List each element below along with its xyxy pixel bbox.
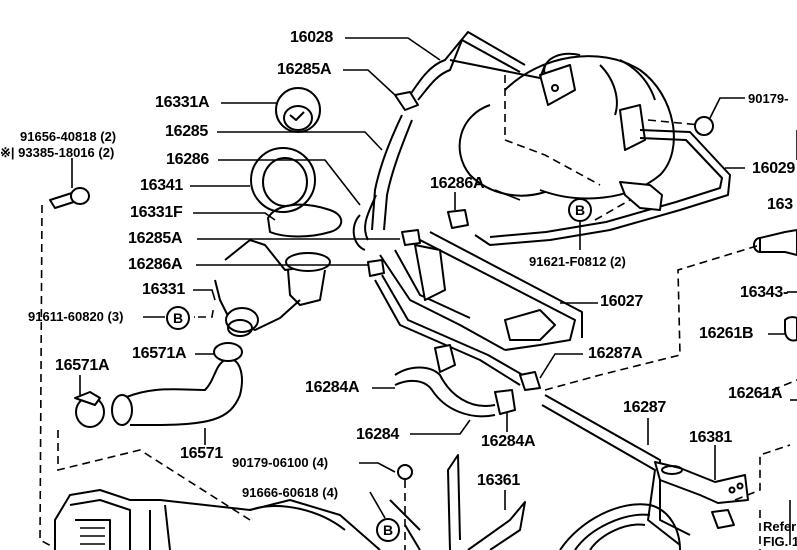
- pipe-16029-drawing: [474, 129, 731, 246]
- label-16284A-left: 16284A: [305, 379, 360, 396]
- pipe-16287-drawing: [541, 394, 749, 546]
- label-16381: 16381: [689, 429, 732, 446]
- bolt-drawing: [49, 187, 90, 209]
- label-163-right: 163: [767, 196, 793, 213]
- label-16571A-left: 16571A: [55, 357, 110, 374]
- label-90179-06100: 90179-06100 (4): [232, 455, 329, 470]
- label-16285A-mid: 16285A: [128, 230, 183, 247]
- label-16027: 16027: [600, 293, 643, 310]
- label-16286: 16286: [166, 151, 209, 168]
- label-16361: 16361: [477, 472, 520, 489]
- fan-drawing: [389, 454, 526, 550]
- thermostat-drawing: [275, 87, 321, 133]
- label-16029: 16029: [752, 160, 795, 177]
- label-16341: 16341: [140, 177, 183, 194]
- label-16284A-bottom: 16284A: [481, 433, 536, 450]
- label-16287A: 16287A: [588, 345, 643, 362]
- hose-16284-drawing: [394, 344, 516, 418]
- label-16571: 16571: [180, 445, 223, 462]
- dashed-lines: [39, 199, 797, 550]
- union-fitting-drawing: [753, 229, 797, 342]
- label-91656-40818: 91656-40818 (2): [20, 129, 117, 144]
- label-91611-60820: 91611-60820 (3): [28, 309, 124, 324]
- label-fig: FIG. 1: [763, 534, 797, 549]
- label-90179-top: 90179-: [748, 91, 789, 106]
- label-16285: 16285: [165, 123, 208, 140]
- label-16331F: 16331F: [130, 204, 183, 221]
- label-16331: 16331: [142, 281, 185, 298]
- label-93385-18016: ※| 93385-18016 (2): [0, 145, 115, 160]
- thermostat-housing-drawing: [214, 203, 343, 337]
- clamps-drawing: [367, 91, 714, 480]
- label-16284: 16284: [356, 426, 399, 443]
- label-16261B: 16261B: [699, 325, 754, 342]
- leader-lines: [71, 37, 797, 545]
- callout-b-bottom: B: [376, 518, 400, 542]
- pipe-16028-drawing: [409, 31, 546, 101]
- hose-16571-drawing: [74, 342, 243, 428]
- label-16343: 16343-: [740, 284, 789, 301]
- hose-16285-drawing: [352, 114, 413, 251]
- label-16286A-center: 16286A: [430, 175, 485, 192]
- label-91621-F0812: 91621-F0812 (2): [529, 254, 626, 269]
- turbocharger-drawing: [458, 52, 701, 200]
- label-refer: Refer: [763, 519, 797, 534]
- label-91666-60618: 91666-60618 (4): [242, 485, 339, 500]
- label-16287: 16287: [623, 399, 666, 416]
- label-16285A-top: 16285A: [277, 61, 332, 78]
- label-16331A: 16331A: [155, 94, 210, 111]
- callout-b-right: B: [568, 198, 592, 222]
- pulley-drawing: [559, 503, 681, 550]
- label-16261A: 16261A: [728, 385, 783, 402]
- radiator-drawing: [54, 489, 381, 550]
- label-16286A-left: 16286A: [128, 256, 183, 273]
- label-16571A-right: 16571A: [132, 345, 187, 362]
- gasket-16341-drawing: [250, 147, 316, 213]
- pipe-16027-drawing: [374, 231, 583, 386]
- callout-b-left: B: [166, 306, 190, 330]
- label-16028: 16028: [290, 29, 333, 46]
